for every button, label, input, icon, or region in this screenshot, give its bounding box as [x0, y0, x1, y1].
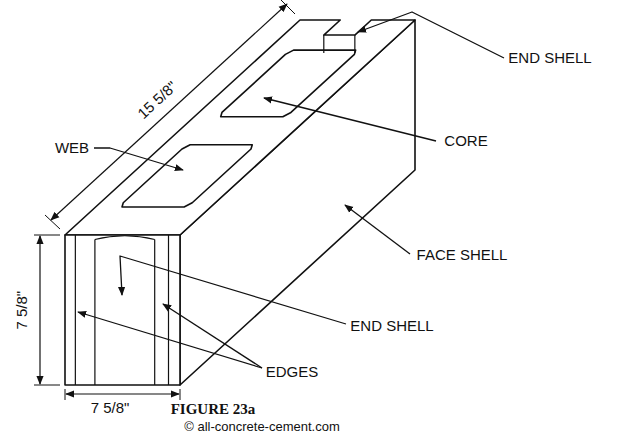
leader-line [345, 205, 410, 254]
part-label: EDGES [266, 364, 319, 381]
extension-line [180, 389, 181, 400]
leader-line [78, 312, 262, 368]
figure-caption: FIGURE 23a [171, 401, 256, 418]
leader-line [120, 256, 346, 324]
part-label: WEB [55, 140, 89, 157]
part-label: END SHELL [350, 318, 433, 335]
top-face [65, 20, 415, 235]
end-face [65, 235, 180, 385]
dimension-line [66, 393, 179, 394]
leader-line [358, 12, 504, 58]
dimension-label: 15 5/8" [135, 78, 181, 122]
edge-line [94, 240, 95, 386]
leader-line [264, 98, 436, 141]
dimension-line [39, 236, 40, 384]
dimension-label: 7 5/8" [14, 291, 31, 330]
extension-line [34, 385, 60, 386]
watermark: © all-concrete-cement.com [184, 420, 340, 434]
extension-line [65, 389, 66, 400]
part-label: CORE [444, 133, 487, 150]
core-outline [122, 145, 252, 207]
leader-line [163, 304, 262, 368]
part-label: FACE SHELL [417, 247, 508, 264]
edge-line [154, 240, 155, 386]
core-outline [221, 50, 356, 117]
part-label: END SHELL [508, 50, 591, 67]
edge-line [168, 235, 169, 385]
extension-line [34, 235, 60, 236]
end-shell-recess [95, 236, 155, 240]
dimension-label: 7 5/8" [91, 400, 130, 417]
extension-line [45, 215, 60, 229]
edge-line [75, 235, 76, 385]
dimension-line [51, 4, 287, 220]
leader-line [94, 148, 183, 170]
